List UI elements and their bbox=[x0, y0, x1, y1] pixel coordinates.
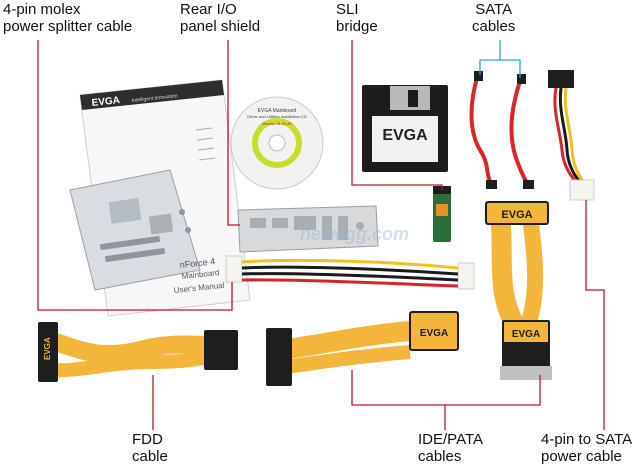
label-ide-cables: IDE/PATA cables bbox=[418, 431, 483, 465]
label-fdd-line1: FDD bbox=[132, 431, 163, 448]
label-sli-bridge: SLI bridge bbox=[336, 1, 378, 35]
label-sata-line2: cables bbox=[472, 18, 516, 35]
label-sata-line1: SATA bbox=[475, 1, 513, 18]
manual-header: Intelligent Innovation bbox=[132, 93, 178, 104]
cd-line-3: Version 81.00.81 bbox=[262, 121, 293, 126]
manual-title-1: nForce 4 bbox=[179, 256, 215, 270]
floppy-disk: EVGA bbox=[362, 85, 448, 172]
label-fdd-line2: cable bbox=[132, 448, 168, 465]
folded-cable-brand: EVGA bbox=[501, 209, 532, 221]
cd-line-1: EVGA Mainboard bbox=[258, 108, 297, 114]
label-molex-splitter: 4-pin molex power splitter cable bbox=[3, 1, 132, 35]
label-ide-line1: IDE/PATA bbox=[418, 431, 484, 448]
label-sli-line2: bridge bbox=[336, 18, 378, 35]
driver-cd: EVGA Mainboard Driver and Utilities Inst… bbox=[230, 96, 324, 190]
sata-power-cable bbox=[548, 70, 595, 201]
sli-bridge bbox=[433, 186, 451, 242]
label-io-line2: panel shield bbox=[180, 18, 261, 35]
manual-title-2: Mainboard bbox=[181, 268, 220, 281]
molex-splitter-cable bbox=[225, 255, 475, 290]
label-molex-line1: 4-pin molex bbox=[3, 1, 81, 18]
rear-io-shield bbox=[237, 205, 379, 253]
floppy-brand: EVGA bbox=[382, 127, 428, 144]
callout-lines bbox=[37, 40, 605, 430]
label-sli-line1: SLI bbox=[336, 1, 359, 18]
fdd-ribbon-cable: EVGA bbox=[38, 322, 238, 382]
fdd-brand: EVGA bbox=[43, 337, 52, 360]
label-sata-power-line2: power cable bbox=[541, 448, 622, 465]
folded-cable-brand-2: EVGA bbox=[512, 329, 540, 340]
user-manual: EVGA Intelligent Innovation nForce 4 Mai… bbox=[69, 79, 251, 317]
label-molex-line2: power splitter cable bbox=[3, 18, 133, 35]
cd-line-2: Driver and Utilities Installation CD bbox=[247, 114, 307, 119]
label-io-line1: Rear I/O bbox=[180, 1, 237, 18]
ide-ribbon-cable: EVGA bbox=[266, 311, 459, 386]
label-sata-power: 4-pin to SATA power cable bbox=[541, 431, 632, 465]
ide-ribbon-cable-folded: EVGA EVGA bbox=[485, 201, 552, 380]
watermark: newegg.com bbox=[300, 224, 409, 244]
sata-data-cables bbox=[469, 71, 534, 189]
label-sata-cables: SATA cables bbox=[472, 1, 515, 35]
ide-brand: EVGA bbox=[420, 328, 448, 339]
label-io-shield: Rear I/O panel shield bbox=[180, 1, 260, 35]
label-fdd-cable: FDD cable bbox=[132, 431, 168, 465]
label-ide-line2: cables bbox=[418, 448, 462, 465]
label-sata-power-line1: 4-pin to SATA bbox=[541, 431, 633, 448]
manual-brand: EVGA bbox=[91, 95, 120, 109]
